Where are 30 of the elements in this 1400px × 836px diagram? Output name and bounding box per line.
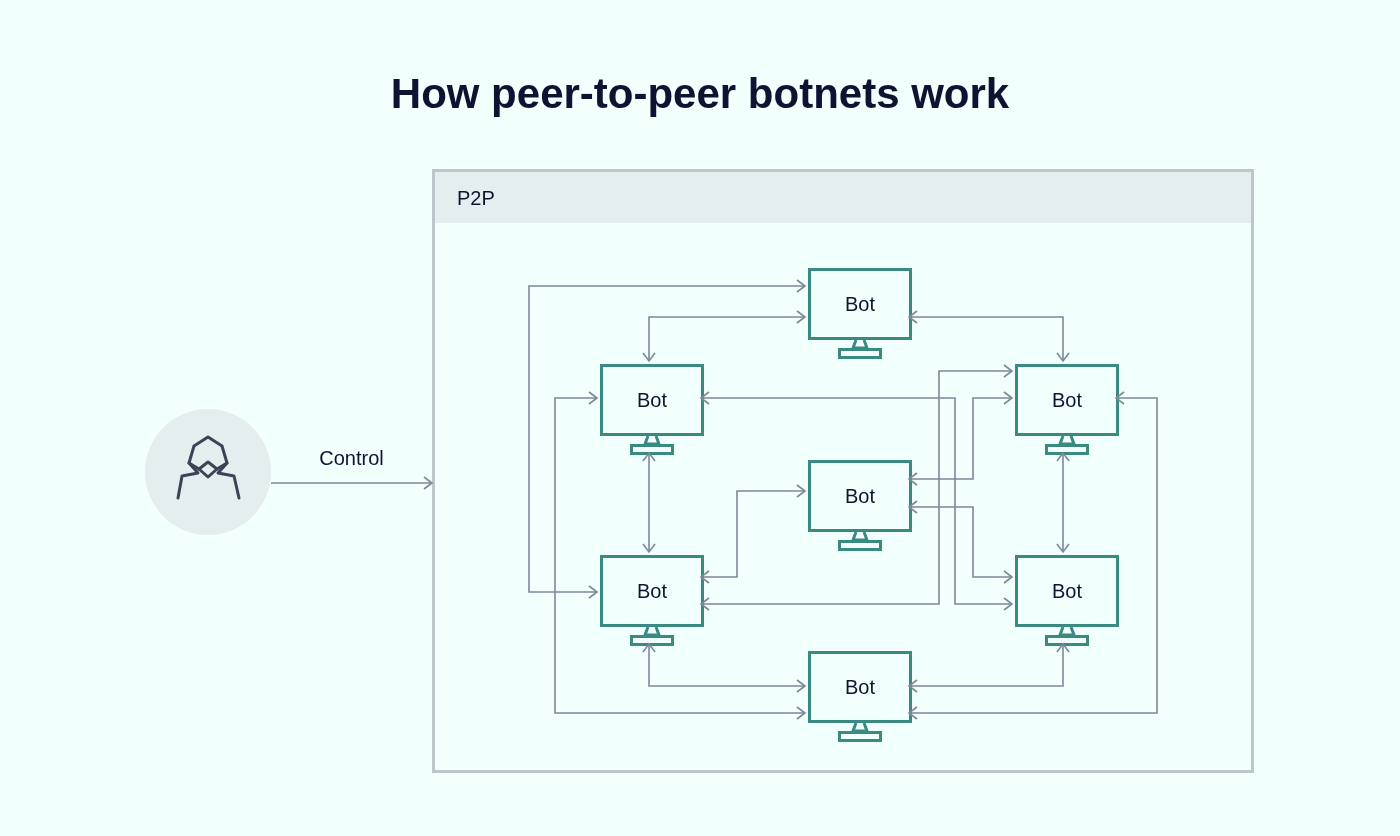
arrow bbox=[270, 476, 433, 490]
monitor bbox=[808, 268, 912, 360]
arrow bbox=[642, 310, 806, 362]
arrow bbox=[700, 484, 806, 584]
monitor bbox=[1015, 555, 1119, 647]
panel-title: P2P bbox=[457, 185, 495, 211]
monitor bbox=[600, 364, 704, 456]
arrow bbox=[908, 310, 1070, 362]
arrow bbox=[642, 643, 806, 693]
arrow bbox=[908, 391, 1158, 720]
monitor bbox=[600, 555, 704, 647]
arrow bbox=[908, 500, 1013, 584]
arrow bbox=[908, 391, 1013, 486]
monitor bbox=[808, 460, 912, 552]
arrow bbox=[1056, 452, 1070, 553]
diagram-title: How peer-to-peer botnets work bbox=[389, 69, 1011, 119]
monitor bbox=[808, 651, 912, 743]
node-label: Bot bbox=[845, 675, 875, 700]
node-label: Bot bbox=[1052, 388, 1082, 413]
node-label: Bot bbox=[845, 484, 875, 509]
arrow bbox=[642, 452, 656, 553]
arrow bbox=[528, 279, 806, 599]
network-panel bbox=[432, 169, 1254, 773]
node-label: Bot bbox=[637, 388, 667, 413]
arrow bbox=[908, 643, 1070, 693]
monitor bbox=[1015, 364, 1119, 456]
node-label: Bot bbox=[1052, 579, 1082, 604]
node-label: Bot bbox=[637, 579, 667, 604]
node-label: Bot bbox=[845, 292, 875, 317]
arrow bbox=[554, 391, 806, 720]
